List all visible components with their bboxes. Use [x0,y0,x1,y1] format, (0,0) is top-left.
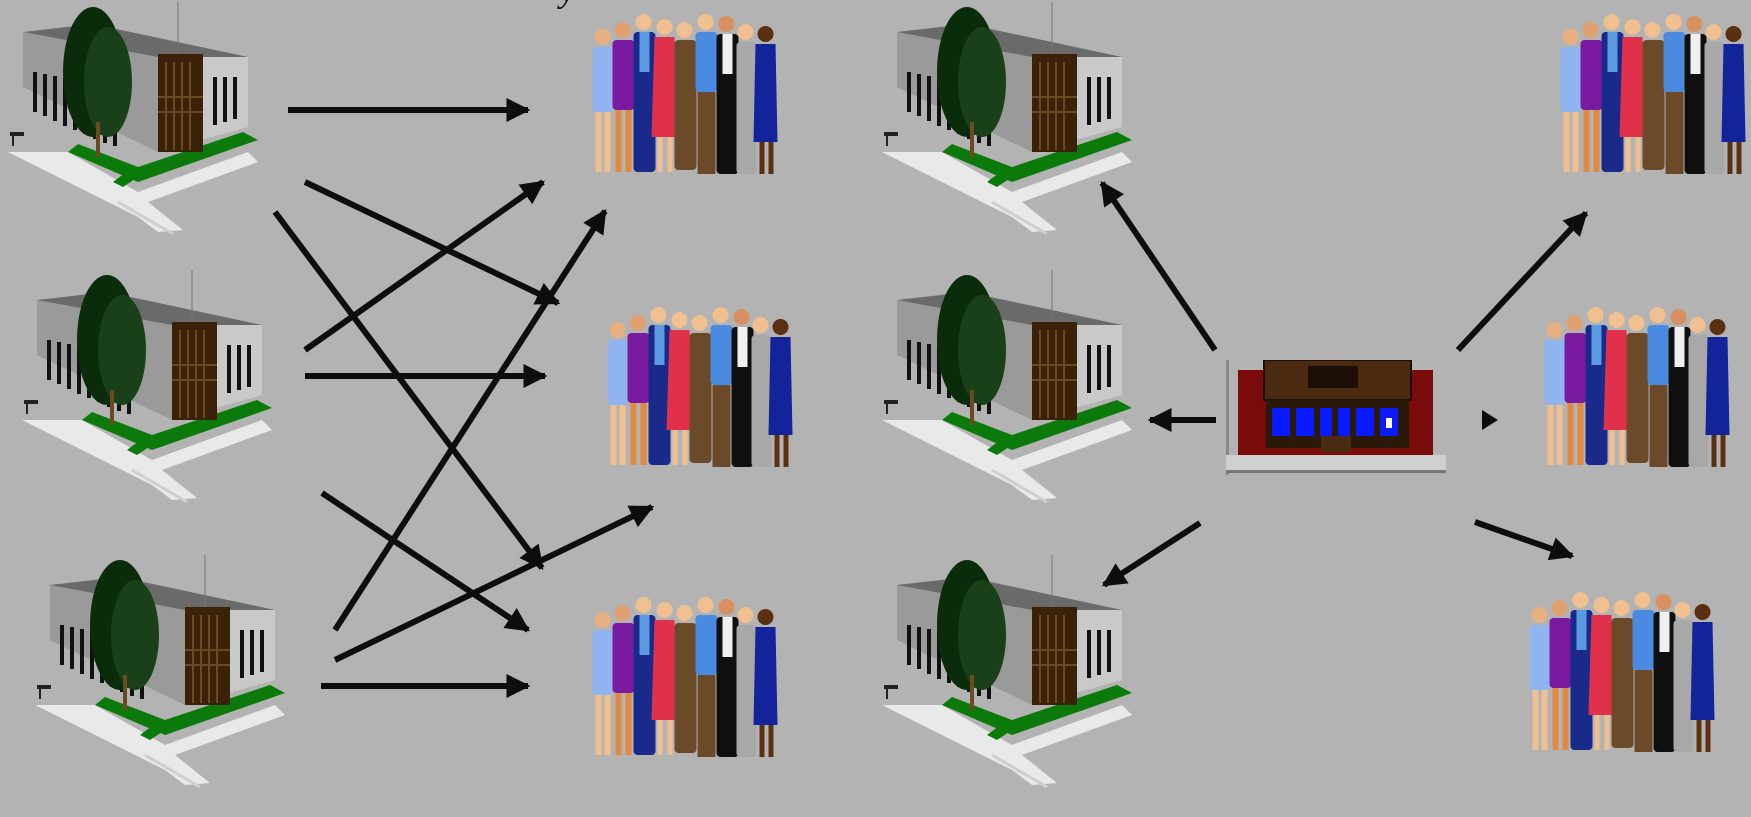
title-fragment: y [557,0,576,10]
customer-group-5-icon [1544,307,1730,467]
arrow-hub-b1 [1099,181,1218,352]
customer-group-2-icon [607,307,793,467]
arrow-b1-g3 [272,210,545,570]
building-4-icon [882,2,1134,236]
customer-group-4-icon [1560,14,1746,174]
building-2-icon [22,270,274,504]
arrow-hub-g2 [1482,410,1498,430]
storefront-icon [1226,360,1446,475]
customer-group-3-icon [592,597,778,757]
customer-group-1-icon [592,14,778,174]
arrow-b2-g1 [303,179,545,353]
arrow-hub-g1 [1455,210,1589,353]
arrow-hub-b3 [1101,520,1202,588]
arrow-b2-g3 [320,490,530,633]
building-3-icon [35,555,287,789]
customer-group-6-icon [1529,592,1715,752]
arrow-b3-g1 [332,208,608,632]
arrow-hub-g3 [1474,519,1575,561]
left-diagram [8,2,793,789]
arrow-b1-g2 [303,179,561,306]
building-5-icon [882,270,1134,504]
right-diagram [882,2,1746,789]
building-1-icon [8,2,260,236]
building-6-icon [882,555,1134,789]
arrow-b3-g2 [333,504,655,663]
